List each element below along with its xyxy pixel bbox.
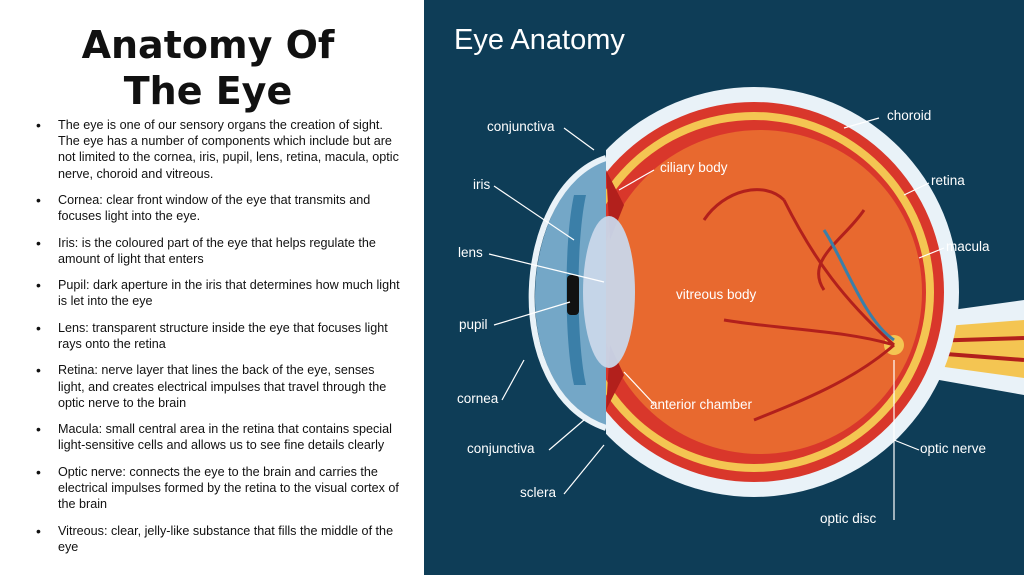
label-conjunctiva-bottom: conjunctiva bbox=[467, 441, 535, 456]
label-sclera: sclera bbox=[520, 485, 557, 500]
leader-lines bbox=[488, 117, 945, 520]
slide-title-line-1: Anatomy Of bbox=[81, 23, 335, 67]
vitreous-body-shape bbox=[598, 130, 922, 454]
label-lens: lens bbox=[458, 245, 483, 260]
slide-title: Anatomy Of The Eye bbox=[0, 22, 416, 114]
bullet-intro: The eye is one of our sensory organs the… bbox=[36, 117, 402, 182]
label-optic-nerve: optic nerve bbox=[920, 441, 987, 456]
bullet-iris: Iris: is the coloured part of the eye th… bbox=[36, 235, 402, 267]
label-vitreous-body: vitreous body bbox=[676, 287, 757, 302]
eye-diagram-panel: Eye Anatomy conjunctiva iris lens pupil … bbox=[424, 0, 1024, 575]
slide-title-line-2: The Eye bbox=[123, 69, 293, 113]
bullet-vitreous: Vitreous: clear, jelly-like substance th… bbox=[36, 523, 402, 555]
label-pupil: pupil bbox=[459, 317, 488, 332]
bullet-cornea: Cornea: clear front window of the eye th… bbox=[36, 192, 402, 224]
label-conjunctiva-top: conjunctiva bbox=[487, 119, 555, 134]
lens-shape bbox=[583, 216, 635, 368]
eye-diagram bbox=[488, 80, 1024, 520]
label-choroid: choroid bbox=[887, 108, 932, 123]
bullet-retina: Retina: nerve layer that lines the back … bbox=[36, 362, 402, 411]
bullet-optic-nerve: Optic nerve: connects the eye to the bra… bbox=[36, 464, 402, 513]
label-iris: iris bbox=[473, 177, 491, 192]
cornea-edge bbox=[528, 155, 607, 431]
bullet-list: The eye is one of our sensory organs the… bbox=[36, 117, 402, 565]
diagram-title: Eye Anatomy bbox=[454, 24, 625, 56]
blue-vessel bbox=[822, 229, 895, 342]
bullet-macula: Macula: small central area in the retina… bbox=[36, 421, 402, 453]
label-retina: retina bbox=[931, 173, 965, 188]
pupil-shape bbox=[567, 275, 579, 315]
bullet-lens: Lens: transparent structure inside the e… bbox=[36, 320, 402, 352]
label-anterior-chamber: anterior chamber bbox=[650, 397, 753, 412]
label-macula: macula bbox=[946, 239, 990, 254]
blood-vessels bbox=[702, 188, 896, 422]
text-panel: Anatomy Of The Eye The eye is one of our… bbox=[0, 0, 424, 575]
label-cornea: cornea bbox=[457, 391, 499, 406]
label-optic-disc: optic disc bbox=[820, 511, 877, 526]
label-ciliary-body: ciliary body bbox=[660, 160, 728, 175]
bullet-pupil: Pupil: dark aperture in the iris that de… bbox=[36, 277, 402, 309]
